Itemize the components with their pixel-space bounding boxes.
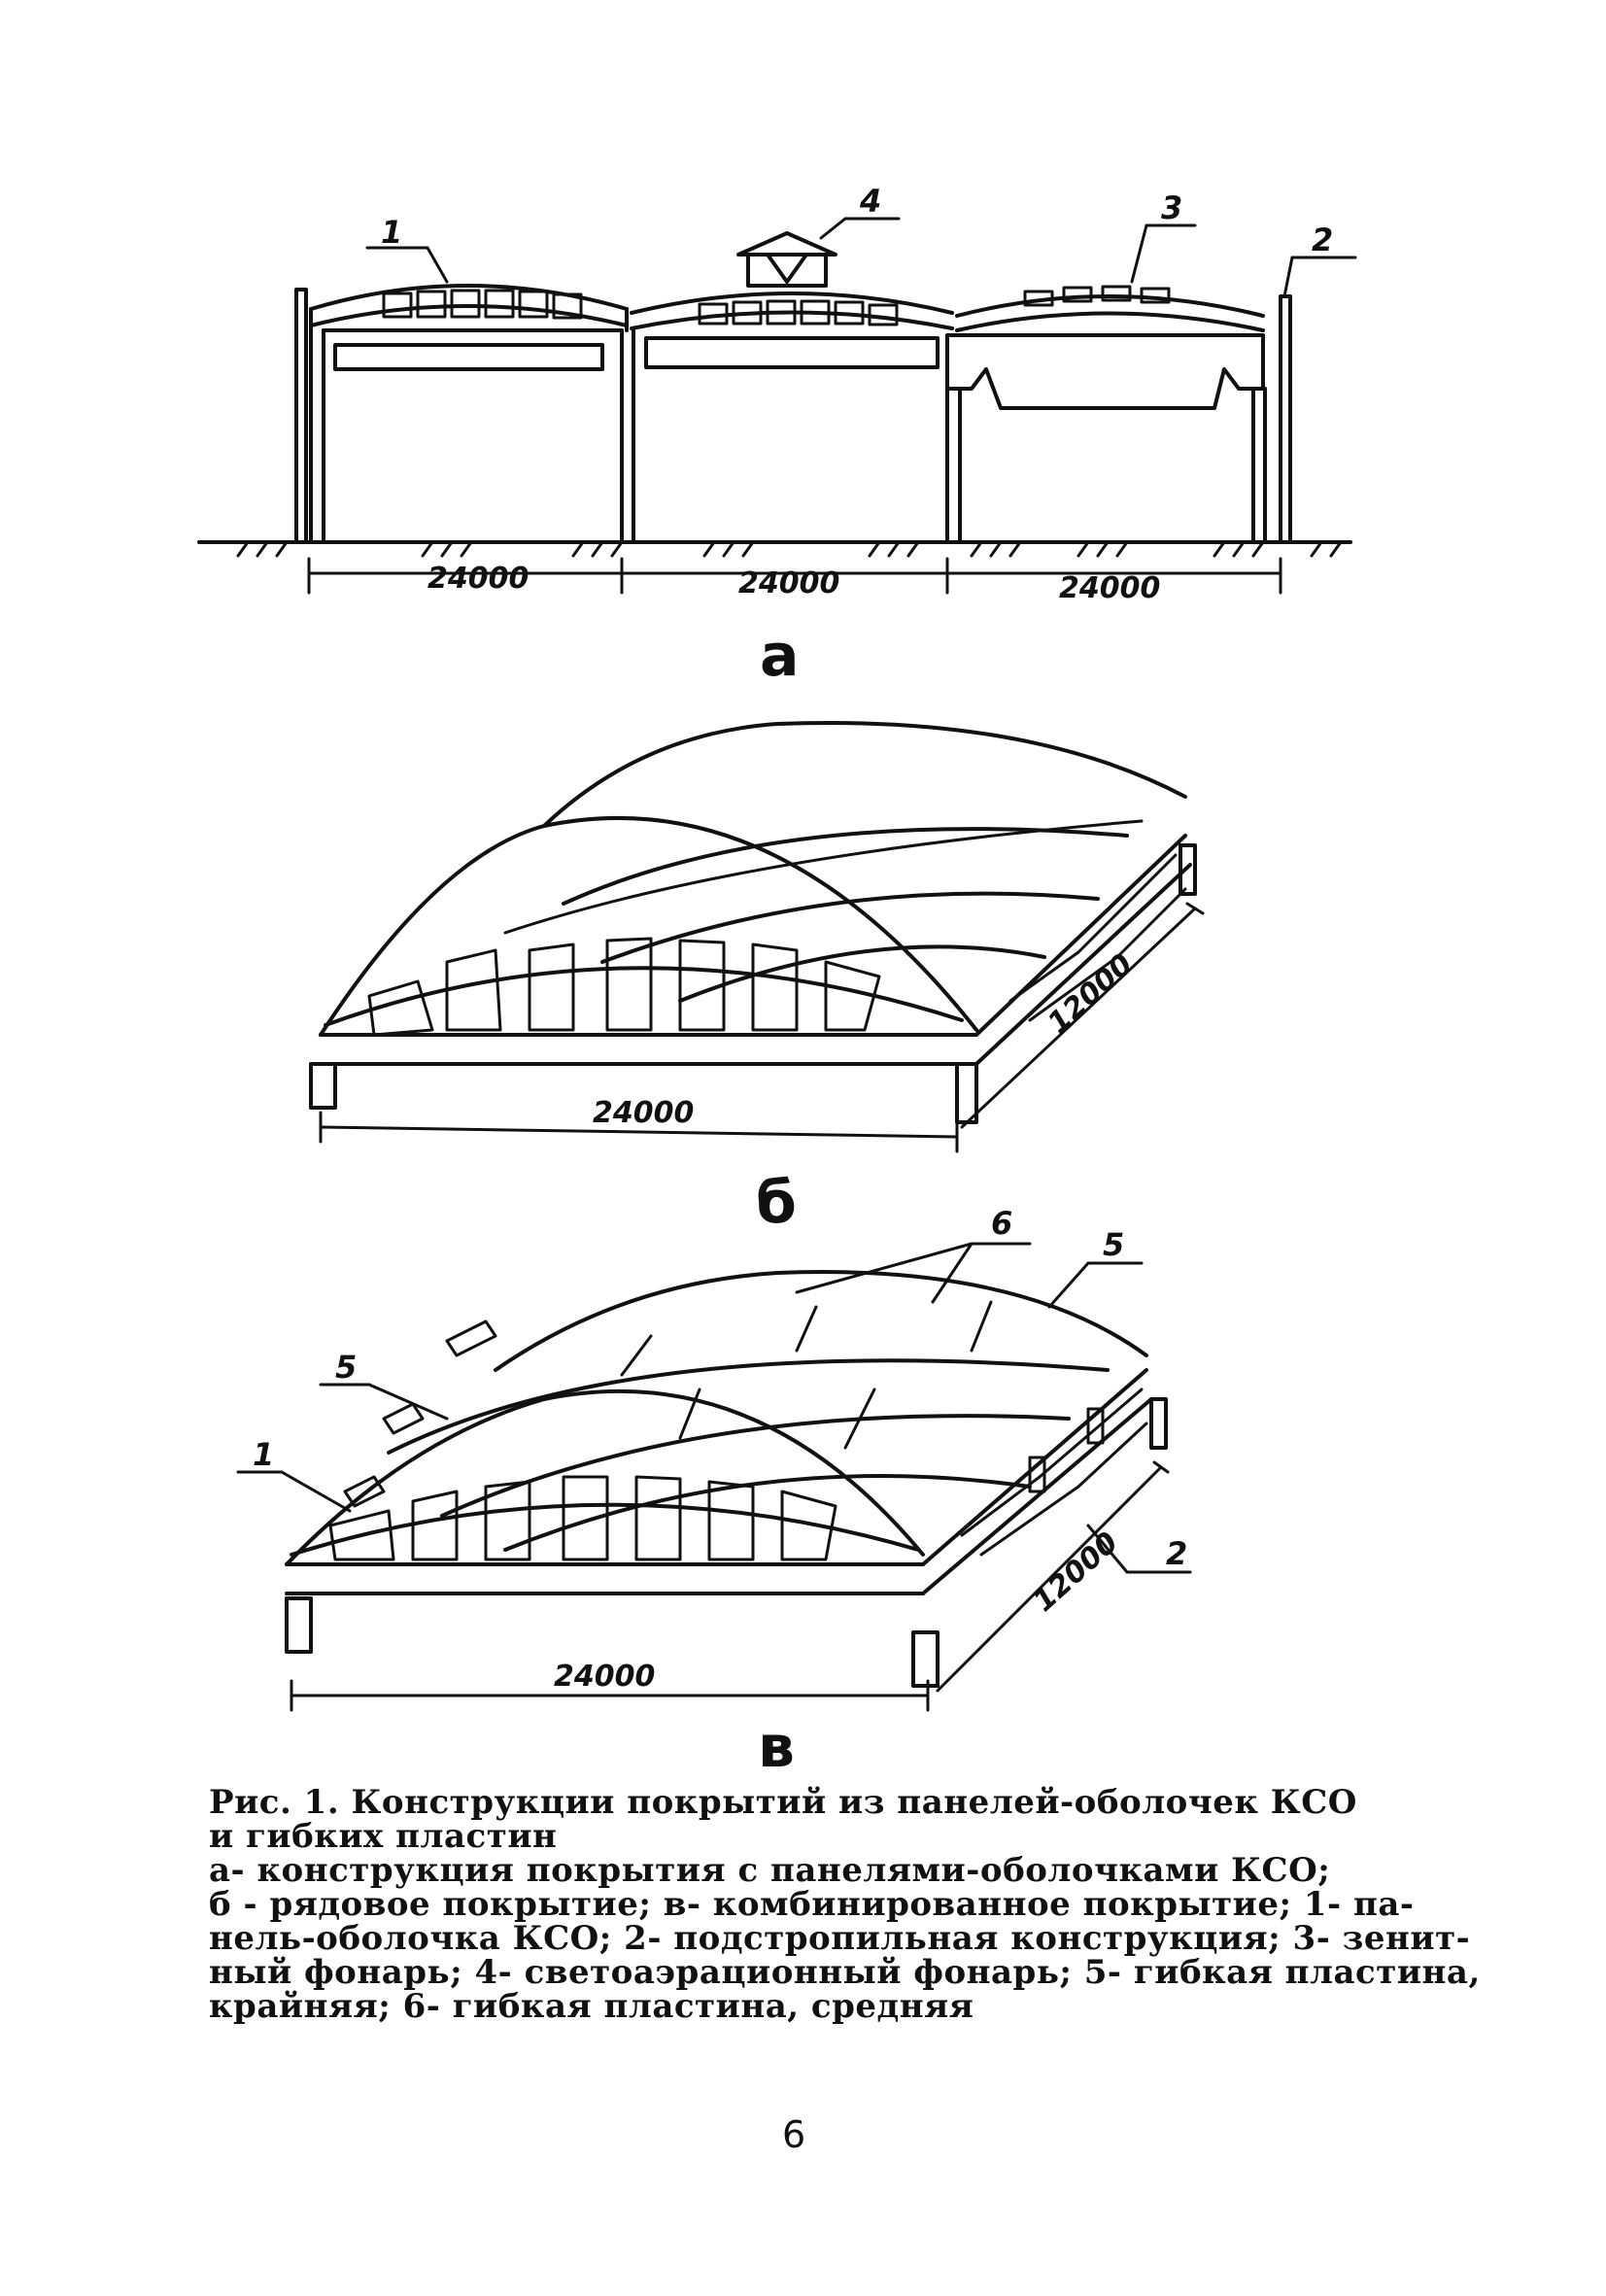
- dim-a-span-1: 24000: [427, 562, 529, 596]
- dim-v-span: 24000: [554, 1660, 655, 1694]
- callout-v-5-left: 5: [335, 1349, 357, 1386]
- label-a: а: [760, 622, 800, 690]
- dim-b-span: 24000: [593, 1096, 694, 1130]
- callout-v-2: 2: [1166, 1535, 1187, 1572]
- dim-a-span-3: 24000: [1059, 571, 1160, 605]
- figure-caption: Рис. 1. Конструкции покрытий из панелей-…: [209, 1783, 1481, 2026]
- label-v: в: [758, 1713, 795, 1781]
- caption-line: а- конструкция покрытия с панелями-оболо…: [209, 1851, 1331, 1890]
- caption-line: крайняя; 6- гибкая пластина, средняя: [209, 1987, 974, 2026]
- dim-a-span-2: 24000: [738, 566, 839, 600]
- callout-a-1: 1: [381, 214, 402, 251]
- callout-a-3: 3: [1161, 189, 1182, 226]
- callout-v-6: 6: [991, 1205, 1012, 1242]
- caption-line: Рис. 1. Конструкции покрытий из панелей-…: [209, 1783, 1357, 1822]
- perspective-view-v: [236, 1242, 1192, 1712]
- callout-v-1: 1: [253, 1436, 274, 1473]
- label-b: б: [756, 1169, 797, 1237]
- callout-v-5-right: 5: [1103, 1226, 1124, 1263]
- page-number: 6: [782, 2113, 806, 2156]
- caption-line: нель-оболочка КСО; 2- подстропильная кон…: [209, 1919, 1471, 1958]
- dim-v-length: 12000: [1027, 1525, 1125, 1619]
- caption-line: и гибких пластин: [209, 1817, 558, 1856]
- callout-a-2: 2: [1312, 222, 1333, 258]
- callout-a-4: 4: [859, 183, 881, 220]
- section-view-a: [197, 217, 1357, 595]
- caption-line: б - рядовое покрытие; в- комбинированное…: [209, 1885, 1415, 1924]
- caption-line: ный фонарь; 4- светоаэрационный фонарь; …: [209, 1953, 1481, 1992]
- perspective-view-b: [309, 720, 1205, 1153]
